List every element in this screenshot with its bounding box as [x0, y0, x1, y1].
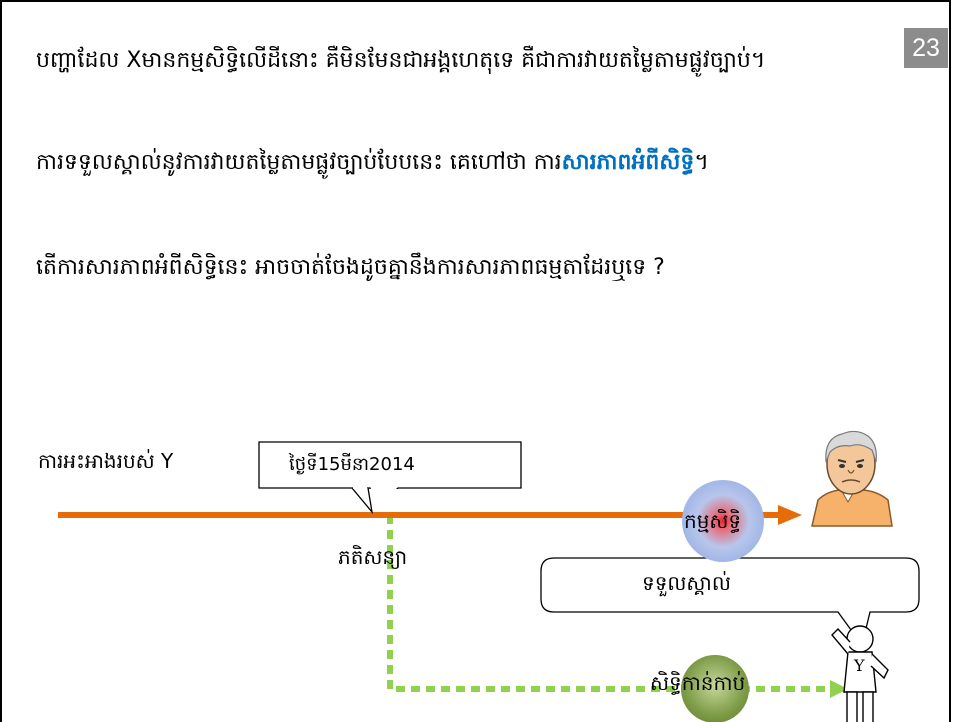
contract-label: ភតិសន្យា: [338, 545, 408, 569]
definition-suffix: ។: [694, 150, 709, 175]
claim-label: ការអះអាងរបស់ Y: [38, 449, 174, 473]
paragraph-definition: ការទទួលស្គាល់នូវការវាយតម្លៃតាមផ្លូវច្បាប…: [36, 149, 936, 177]
derived-right-label: សិទ្ធិកាន់កាប់: [650, 671, 746, 695]
definition-term: សារភាពអំពីសិទ្ធិ: [561, 150, 695, 175]
ownership-label: កម្មសិទ្ធិ: [684, 509, 742, 533]
page-number-badge: 23: [904, 28, 948, 68]
person-y-letter: Y: [854, 656, 865, 675]
acknowledge-label: ទទួលស្គាល់: [642, 571, 731, 595]
derived-right-circle: [681, 655, 749, 722]
definition-prefix: ការទទួលស្គាល់នូវការវាយតម្លៃតាមផ្លូវច្បាប…: [36, 150, 562, 175]
ownership-circle: [682, 480, 764, 562]
paragraph-intro: បញ្ហាដែល Xមានកម្មសិទ្ធិលើដីនោះ គឺមិនមែនជ…: [36, 48, 766, 73]
timeline-arrowhead: [778, 505, 802, 525]
paragraph-question: តើការសារភាពអំពីសិទ្ធិនេះ អាចចាត់ចែងដូចគ្…: [36, 255, 665, 280]
dotted-arrowhead: [830, 680, 848, 698]
date-label: ថ្ងៃទី15មីនា2014: [289, 454, 415, 475]
date-callout: [258, 441, 522, 489]
